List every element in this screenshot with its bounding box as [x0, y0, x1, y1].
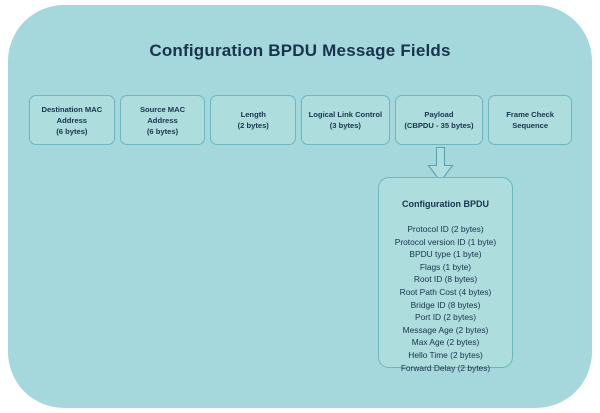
- bpdu-field-item: Flags (1 byte): [419, 261, 472, 272]
- bpdu-field-item: Port ID (2 bytes): [415, 312, 476, 323]
- field-label-line-1: Payload: [424, 110, 454, 119]
- field-label-line-1: Destination MAC: [41, 104, 103, 114]
- bpdu-field-item: BPDU type (1 byte): [409, 249, 482, 260]
- field-label-line-1: Source MAC: [139, 104, 186, 114]
- field-label-line-1: Frame Check: [506, 110, 554, 119]
- field-box-payload: Payload (CBPDU - 35 bytes): [394, 95, 484, 145]
- field-label-line-2: Address: [147, 115, 178, 125]
- field-label-line-1: Length: [240, 110, 266, 119]
- bpdu-field-item: Bridge ID (8 bytes): [410, 299, 481, 310]
- field-box-source-mac-address: Source MAC Address (6 bytes): [119, 95, 206, 145]
- bpdu-field-item: Protocol version ID (1 byte): [394, 236, 497, 247]
- field-box-frame-check-sequence: Frame Check Sequence: [488, 95, 572, 145]
- field-label-line-2: Sequence: [512, 121, 549, 130]
- bpdu-field-item: Protocol ID (2 bytes): [407, 224, 484, 234]
- bpdu-field-item: Forward Delay (2 bytes): [400, 362, 491, 373]
- field-box-destination-mac-address: Destination MAC Address (6 bytes): [29, 95, 115, 145]
- configuration-bpdu-heading: Configuration BPDU: [402, 199, 489, 209]
- down-arrow-icon: [427, 147, 454, 183]
- diagram-panel: Configuration BPDU Message Fields Destin…: [8, 5, 592, 408]
- field-label-line-2: (3 bytes): [329, 121, 361, 130]
- bpdu-field-item: Root ID (8 bytes): [413, 274, 478, 285]
- bpdu-field-item: Root Path Cost (4 bytes): [399, 286, 492, 297]
- field-label-line-2: (CBPDU - 35 bytes): [404, 121, 474, 130]
- field-label-line-1: Logical Link Control: [308, 110, 383, 119]
- field-box-length: Length (2 bytes): [210, 95, 297, 145]
- field-label-line-2: Address: [56, 115, 88, 125]
- configuration-bpdu-box: Configuration BPDU Protocol ID (2 bytes)…: [378, 177, 513, 373]
- field-label-line-3: (6 bytes): [146, 126, 179, 136]
- field-label-line-2: (2 bytes): [237, 121, 269, 130]
- bpdu-field-item: Message Age (2 bytes): [402, 324, 489, 335]
- bpdu-field-item: Hello Time (2 bytes): [408, 349, 483, 360]
- configuration-bpdu-field-list: Protocol ID (2 bytes) Protocol version I…: [379, 223, 512, 374]
- ethernet-frame-field-row: Destination MAC Address (6 bytes) Source…: [29, 95, 572, 145]
- field-box-logical-link-control: Logical Link Control (3 bytes): [301, 95, 390, 145]
- field-label-line-3: (6 bytes): [56, 126, 88, 136]
- page-title: Configuration BPDU Message Fields: [149, 41, 451, 60]
- bpdu-field-item: Max Age (2 bytes): [411, 337, 480, 348]
